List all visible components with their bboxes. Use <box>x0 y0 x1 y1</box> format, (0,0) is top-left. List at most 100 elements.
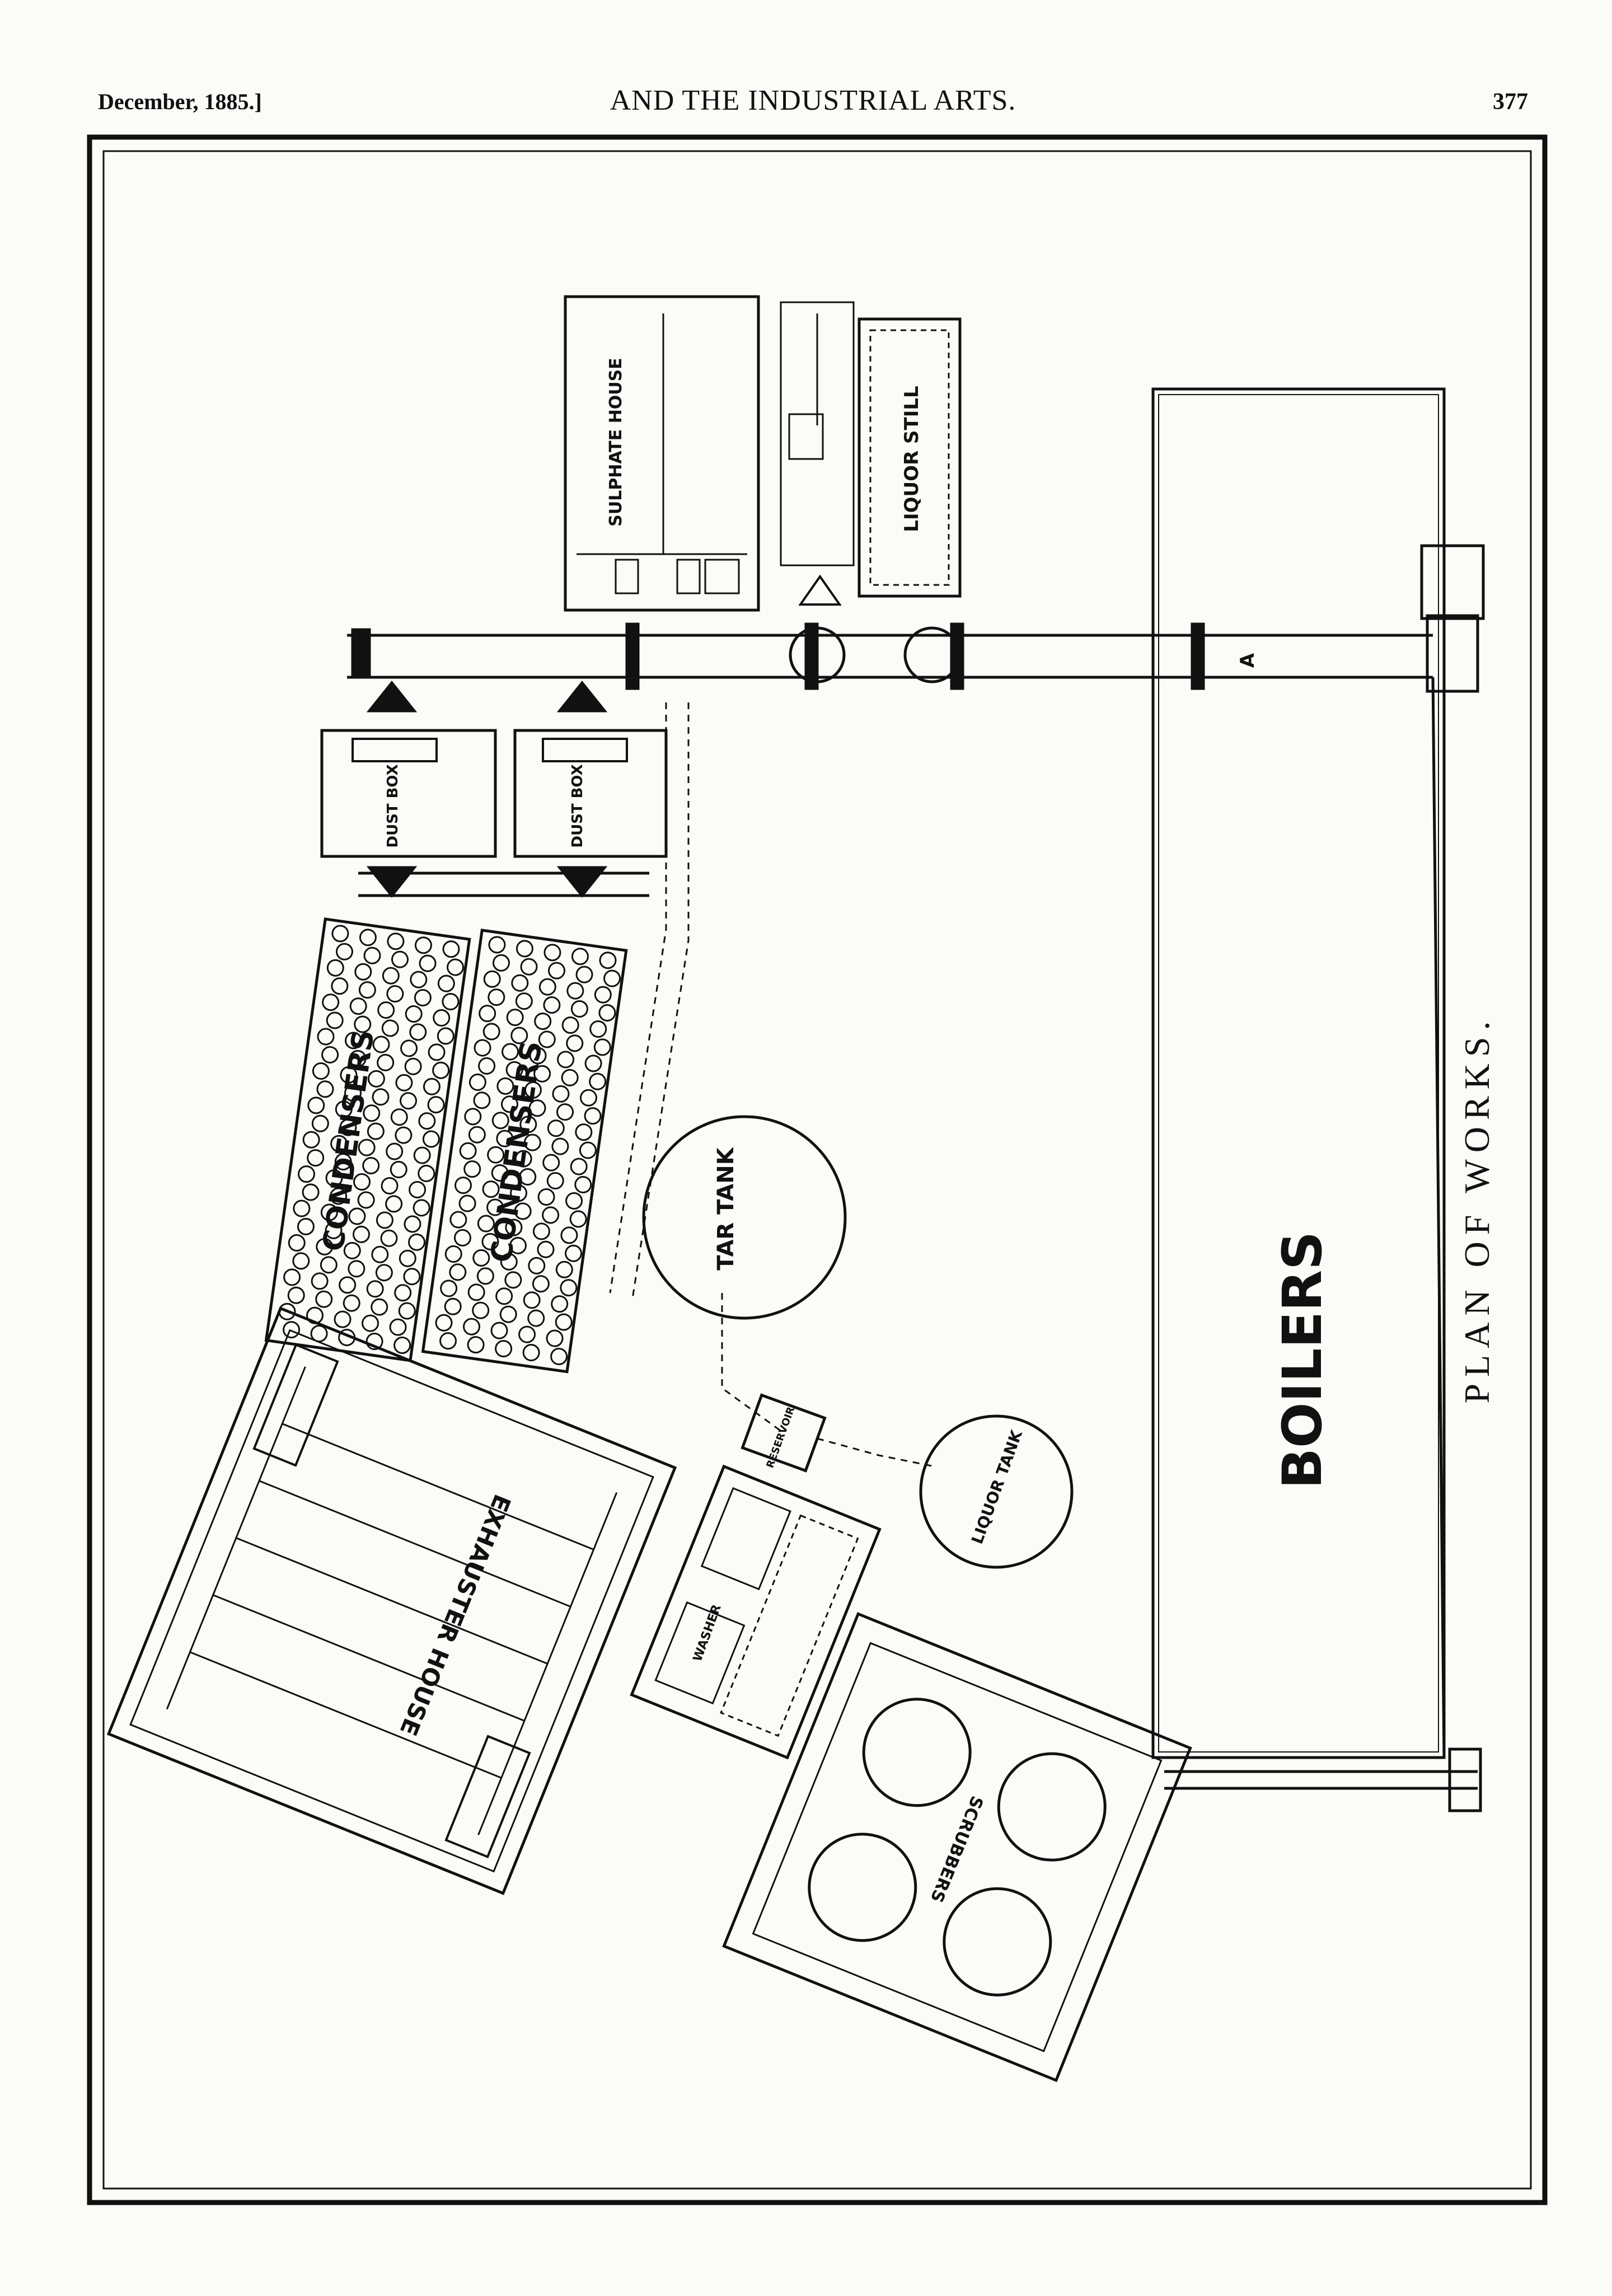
condenser-tube <box>560 1279 578 1297</box>
condenser-tube <box>523 1291 541 1309</box>
condenser-tube <box>538 1030 556 1048</box>
condenser-tube <box>349 997 367 1015</box>
liquor-still-inner <box>869 329 950 586</box>
condenser-tube <box>400 1039 418 1057</box>
condenser-tube <box>444 1245 462 1263</box>
condenser-tube <box>387 933 405 950</box>
condenser-tube-grid-1 <box>278 925 465 1354</box>
condenser-tube <box>463 1160 481 1178</box>
condenser-tube <box>534 1013 552 1030</box>
condenser-tube <box>442 992 460 1010</box>
condenser-tube <box>528 1099 546 1117</box>
condenser-tube <box>316 1080 334 1098</box>
condenser-tube <box>322 994 340 1011</box>
condenser-tube <box>432 1061 450 1079</box>
condenser-tube <box>566 1034 584 1052</box>
condenser-tube <box>399 1249 416 1267</box>
page-header: December, 1885.] AND THE INDUSTRIAL ARTS… <box>98 84 1528 118</box>
condenser-tube <box>386 1142 404 1160</box>
condenser-tube <box>566 982 584 1000</box>
condenser-tube <box>495 1287 513 1305</box>
condenser-tube <box>509 1236 527 1254</box>
condenser-tube <box>435 1314 453 1332</box>
condenser-tube <box>488 988 505 1006</box>
condenser-tube <box>348 1260 365 1278</box>
condenser-tube <box>516 940 533 958</box>
washer-label: WASHER <box>691 1602 724 1664</box>
condenser-tube <box>488 936 506 954</box>
condensers-label-2: CONDENSERS <box>485 1039 549 1264</box>
condenser-tube <box>479 1005 496 1023</box>
condenser-tube <box>302 1183 320 1201</box>
condenser-tube <box>315 1290 333 1308</box>
condenser-tube <box>339 1118 357 1136</box>
valve-box <box>1426 614 1479 693</box>
condenser-tube <box>570 1000 588 1018</box>
condenser-tube <box>345 1032 363 1049</box>
condenser-tube <box>467 1336 485 1354</box>
condenser-tube <box>278 1302 296 1320</box>
condenser-tube <box>593 1038 611 1056</box>
condenser-tube <box>481 1233 499 1250</box>
condenser-tube <box>459 1142 477 1160</box>
condenser-tube <box>449 1263 467 1281</box>
condenser-tube <box>335 943 353 960</box>
condenser-tube <box>561 1069 579 1086</box>
condenser-tube <box>442 940 460 958</box>
condenser-tube <box>529 1047 547 1065</box>
condenser-tube <box>453 1229 471 1247</box>
condenser-tube <box>520 958 538 976</box>
condenser-tube <box>454 1177 472 1194</box>
condenser-tube <box>400 1092 418 1110</box>
condenser-tube <box>478 1057 496 1075</box>
condenser-tube <box>449 1211 467 1229</box>
flange <box>1191 622 1205 690</box>
condenser-tube <box>519 1168 537 1186</box>
dust-box-2-inlet <box>556 680 608 713</box>
sulphate-bin <box>676 559 701 594</box>
condenser-tube <box>394 1284 412 1302</box>
condenser-tube <box>418 1164 435 1182</box>
condenser-tube <box>579 1089 597 1107</box>
exhauster-house <box>106 1306 677 1895</box>
condenser-tube <box>311 1114 329 1132</box>
washer-block <box>630 1464 882 1760</box>
condenser-tube <box>569 1210 587 1228</box>
plan-labels: BOILERS PLAN OF WORKS. SULPHATE HOUSE LI… <box>317 358 1497 1905</box>
return-pipe <box>1431 677 1446 1758</box>
condenser-tube <box>367 1122 385 1140</box>
condenser-tube <box>422 1130 440 1148</box>
condenser-tube <box>500 1095 518 1113</box>
service-line-dashed <box>631 702 690 1299</box>
condenser-tube <box>496 1077 514 1095</box>
condenser-tube <box>325 1169 343 1187</box>
still-house <box>780 301 855 566</box>
plan-caption: PLAN OF WORKS. <box>1457 1015 1497 1404</box>
liquor-tank-label: LIQUOR TANK <box>968 1427 1027 1547</box>
condenser-tube <box>423 1077 441 1095</box>
condenser-tube <box>571 948 589 966</box>
condenser-tube <box>352 1225 370 1243</box>
condenser-tube <box>385 1195 403 1213</box>
liquor-still-label: LIQUOR STILL <box>901 386 923 532</box>
condenser-tube <box>409 1023 427 1041</box>
condenser-tube <box>398 1302 416 1320</box>
condenser-tube <box>297 1217 315 1235</box>
condenser-tube <box>344 1084 362 1102</box>
condenser-tube <box>317 1028 335 1046</box>
condenser-tube <box>472 1249 490 1267</box>
condenser-tube <box>565 1244 583 1262</box>
flange <box>950 622 964 690</box>
condenser-tube <box>546 1172 564 1189</box>
condenser-tube <box>349 1049 367 1067</box>
condenser-tube <box>413 1146 431 1164</box>
condenser-tube <box>343 1241 361 1259</box>
dust-box-1-inlet <box>366 680 418 713</box>
condenser-tube <box>506 1009 524 1027</box>
condenser-tube <box>527 1309 545 1327</box>
dust-box-1-hopper <box>352 738 438 762</box>
condenser-tube <box>413 1199 430 1217</box>
sulphate-house-label: SULPHATE HOUSE <box>606 358 626 527</box>
condenser-tube <box>547 1119 565 1137</box>
condenser-tube <box>298 1165 316 1183</box>
